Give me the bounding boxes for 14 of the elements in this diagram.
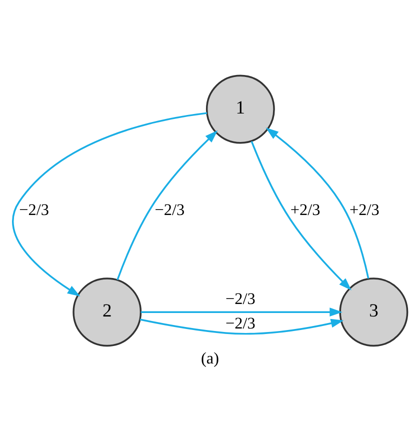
arrow bbox=[140, 308, 342, 317]
edge-label: −2/3 bbox=[154, 200, 185, 219]
arrow bbox=[250, 141, 352, 290]
edge-label: −2/3 bbox=[225, 290, 256, 308]
edge-label: −2/3 bbox=[225, 314, 256, 333]
edge-label: −2/3 bbox=[19, 200, 50, 219]
node-circle: 2 bbox=[72, 278, 142, 347]
arrow bbox=[12, 112, 208, 296]
arrow bbox=[116, 130, 218, 280]
edge-label: +2/3 bbox=[350, 200, 380, 219]
edge-label: +2/3 bbox=[290, 200, 320, 219]
arrow bbox=[140, 318, 344, 335]
arrow bbox=[266, 128, 370, 279]
caption: (a) bbox=[200, 349, 220, 368]
